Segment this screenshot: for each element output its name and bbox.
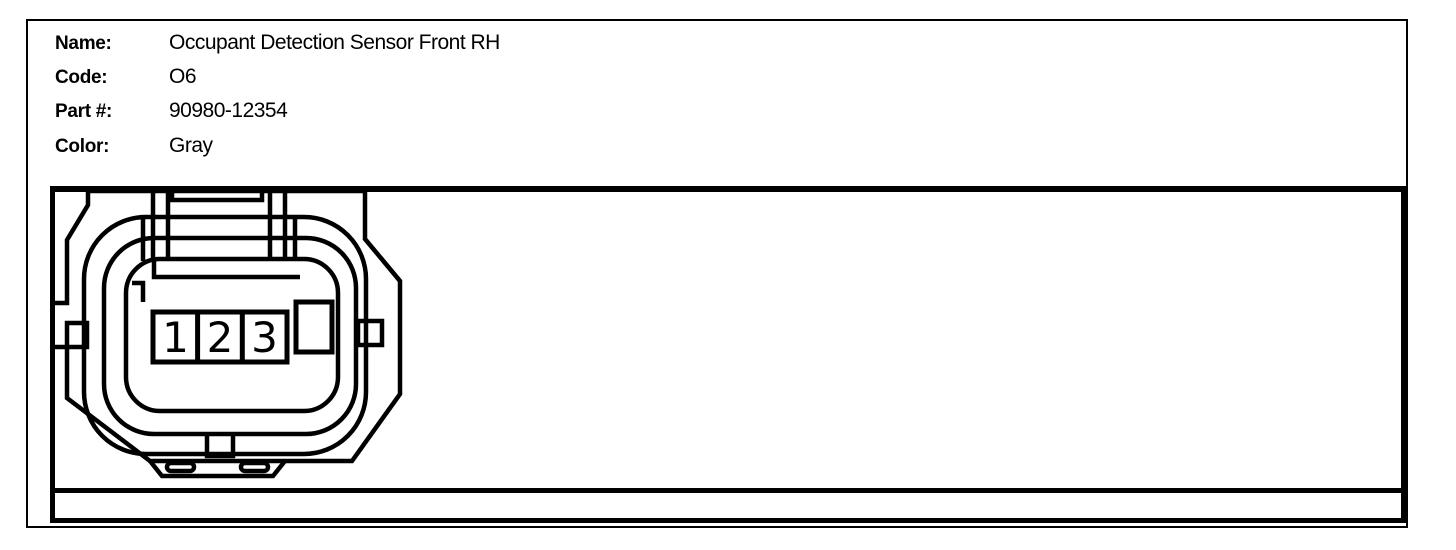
connector-info-header: Name: Occupant Detection Sensor Front RH… xyxy=(28,21,1406,181)
part-number-label: Part #: xyxy=(55,101,113,122)
color-label: Color: xyxy=(55,136,110,157)
field-row-name: Name: Occupant Detection Sensor Front RH xyxy=(28,31,1406,57)
bottom-foot xyxy=(148,459,287,479)
cavity-ledge-line xyxy=(151,261,300,280)
panel-divider-line xyxy=(55,488,1401,493)
connector-view-panel: 1 2 3 xyxy=(50,186,1406,523)
pin-cavity-outline xyxy=(123,256,341,414)
lock-tower xyxy=(140,189,298,261)
pin-1-number: 1 xyxy=(162,313,189,362)
pin-3-number: 3 xyxy=(251,313,278,362)
left-side-bump xyxy=(64,320,90,350)
color-value: Gray xyxy=(169,134,213,157)
part-number-value: 90980-12354 xyxy=(169,99,288,122)
pin-block-outline xyxy=(150,309,290,365)
pin-2-number: 2 xyxy=(207,313,234,362)
code-label: Code: xyxy=(55,67,108,88)
foot-slot-right xyxy=(238,460,271,474)
field-row-color: Color: Gray xyxy=(28,134,1406,160)
connector-diagram: 1 2 3 xyxy=(50,188,403,479)
bottom-notch xyxy=(204,432,236,459)
foot-slot-left xyxy=(164,460,197,474)
name-value: Occupant Detection Sensor Front RH xyxy=(169,31,500,54)
cavity-step-key xyxy=(132,280,146,302)
field-row-code: Code: O6 xyxy=(28,65,1406,91)
key-slot xyxy=(293,299,335,355)
pin-block: 1 2 3 xyxy=(150,309,290,365)
field-row-part-number: Part #: 90980-12354 xyxy=(28,99,1406,125)
code-value: O6 xyxy=(169,65,197,88)
panel-frame: Name: Occupant Detection Sensor Front RH… xyxy=(26,19,1408,528)
right-side-bump xyxy=(355,318,385,348)
name-label: Name: xyxy=(55,33,112,54)
connector-body-outline xyxy=(50,188,403,464)
